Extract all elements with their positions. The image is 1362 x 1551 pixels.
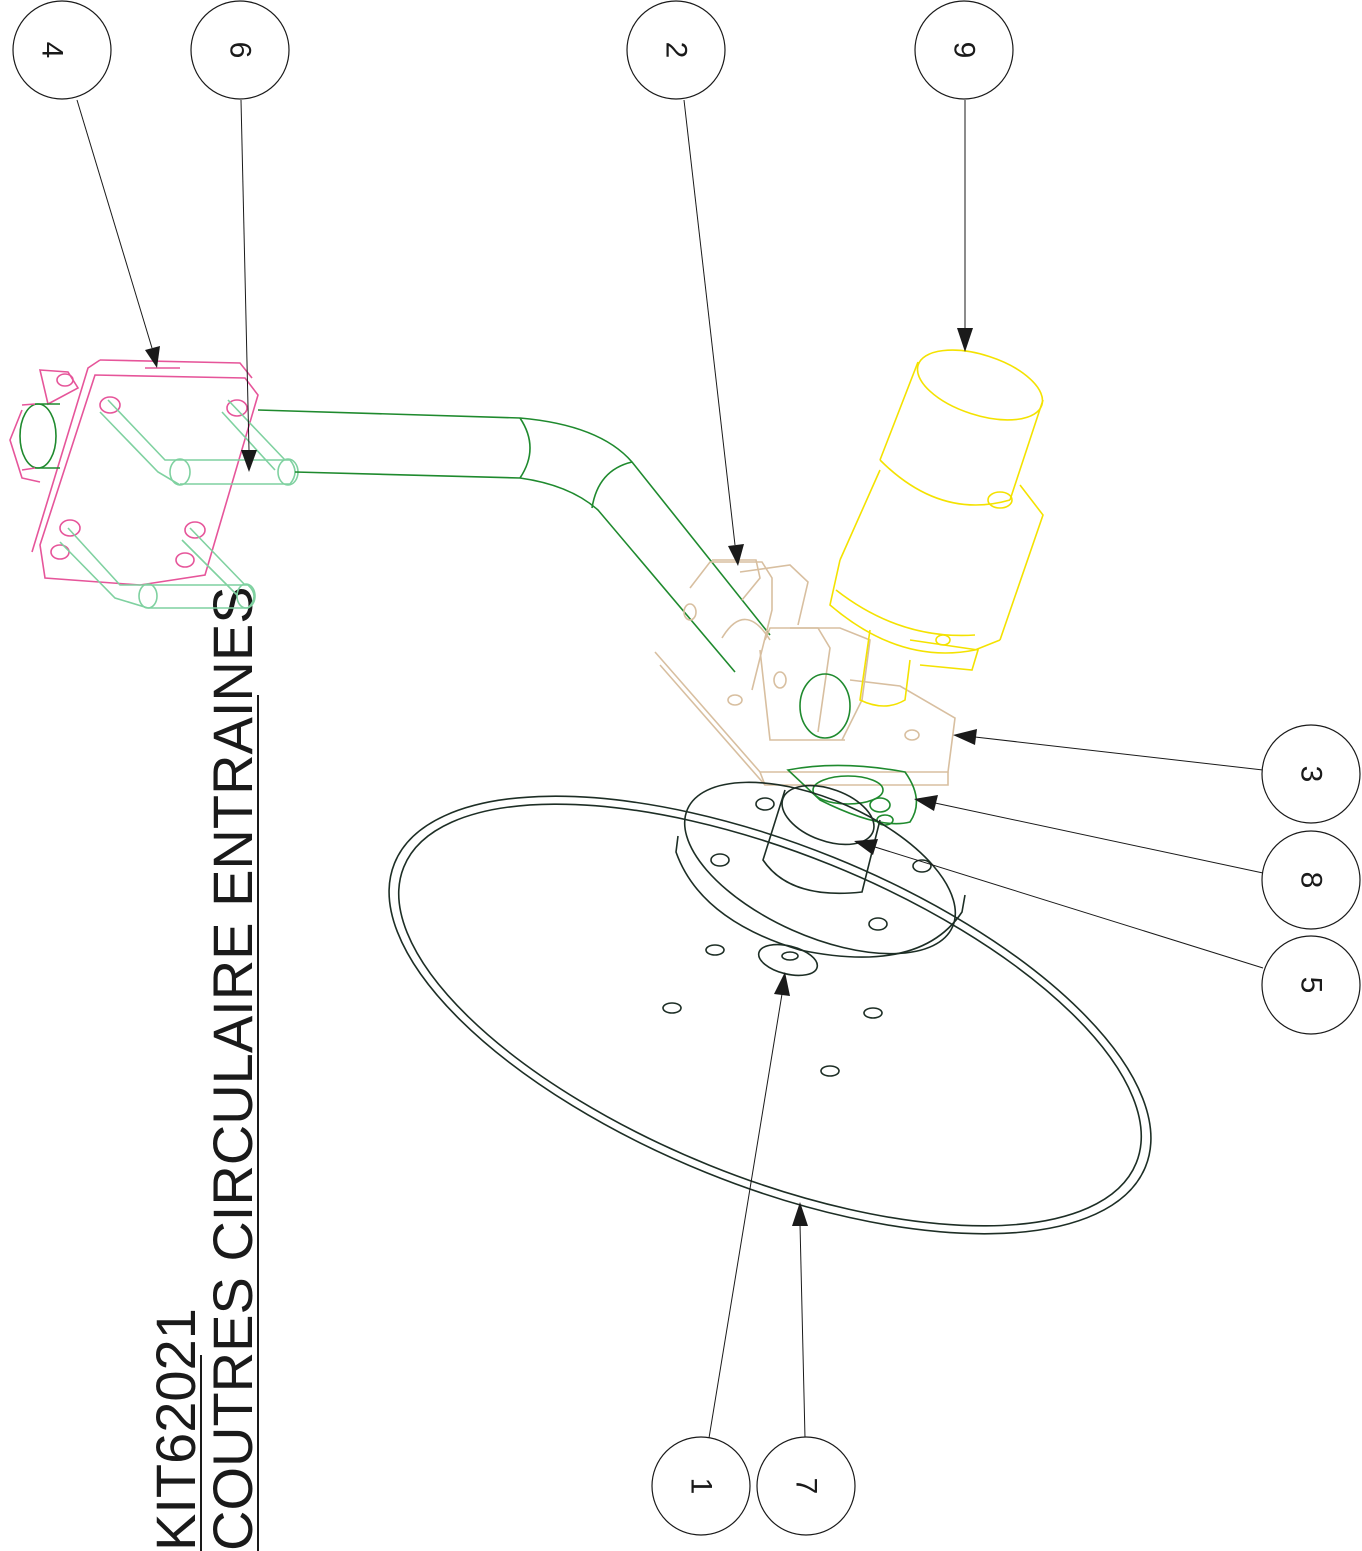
leader-1 <box>708 993 783 1439</box>
svg-text:8: 8 <box>1295 872 1328 889</box>
svg-text:3: 3 <box>1295 766 1328 783</box>
callout-9[interactable]: 9 <box>914 0 1014 100</box>
callout-8[interactable]: 8 <box>1261 830 1361 930</box>
svg-text:9: 9 <box>948 42 981 59</box>
u-bolts <box>59 399 299 609</box>
leader-5 <box>874 846 1264 969</box>
hub-bearing <box>675 781 966 958</box>
callout-7[interactable]: 7 <box>756 1436 856 1536</box>
callout-6[interactable]: 6 <box>190 0 290 100</box>
callout-2[interactable]: 2 <box>626 0 726 100</box>
leader-7 <box>799 1223 806 1439</box>
svg-text:5: 5 <box>1295 977 1328 994</box>
leader-3 <box>974 736 1264 771</box>
coulter-disc <box>388 795 1152 1235</box>
clamp-flange <box>654 559 956 786</box>
leader-lines <box>76 99 1264 1439</box>
leader-6 <box>240 99 250 451</box>
svg-text:1: 1 <box>685 1478 718 1495</box>
callout-balloons: 4 6 2 9 3 8 5 1 <box>12 0 1361 1536</box>
assembly-name-title: COUTRES CIRCULAIRE ENTRAINES <box>201 586 264 1551</box>
callout-5[interactable]: 5 <box>1261 935 1361 1035</box>
kit-code-title: KIT62021 <box>144 1308 207 1551</box>
mounting-bracket <box>9 359 259 586</box>
support-arm <box>257 409 771 673</box>
svg-text:7: 7 <box>790 1478 823 1495</box>
callout-3[interactable]: 3 <box>1261 724 1361 824</box>
title-block: KIT62021 COUTRES CIRCULAIRE ENTRAINES <box>144 586 264 1551</box>
svg-text:6: 6 <box>224 42 257 59</box>
drive-motor <box>829 349 1044 707</box>
svg-text:2: 2 <box>660 42 693 59</box>
svg-text:4: 4 <box>36 42 69 59</box>
spacer-plate <box>786 764 918 826</box>
leader-2 <box>683 99 736 546</box>
callout-4[interactable]: 4 <box>12 0 112 100</box>
callout-1[interactable]: 1 <box>651 1436 751 1536</box>
leader-4 <box>76 99 153 349</box>
leader-8 <box>934 802 1264 874</box>
